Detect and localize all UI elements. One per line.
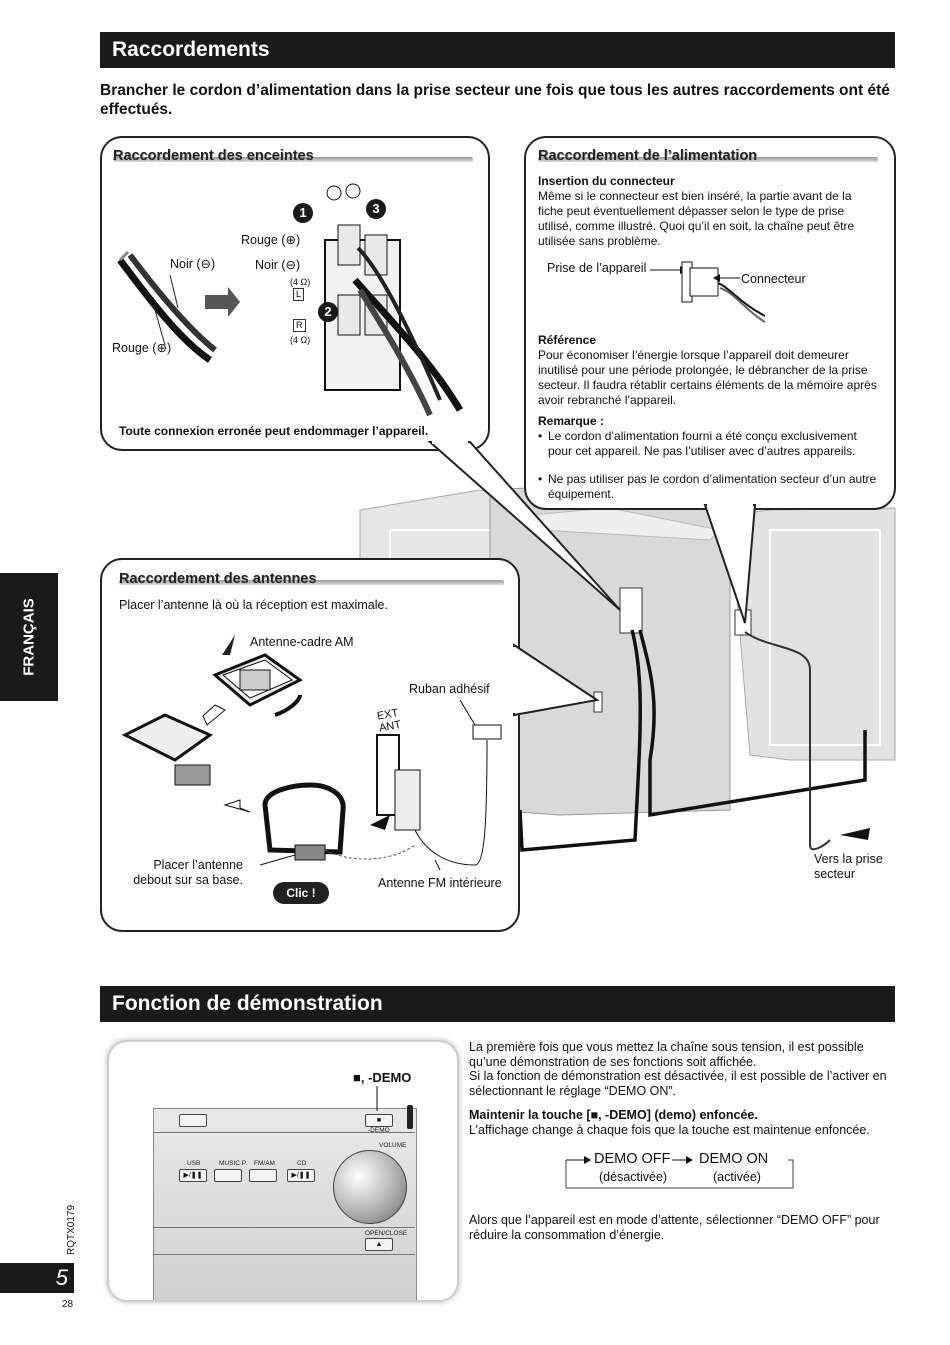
cd-button[interactable]: ▶/❚❚: [287, 1169, 315, 1182]
panel-cd-label: CD: [297, 1160, 307, 1167]
step-1-badge: 1: [293, 203, 313, 223]
language-tab: FRANÇAIS: [0, 573, 58, 701]
usb-button[interactable]: ▶/❚❚: [179, 1169, 207, 1182]
insertion-text: Même si le connecteur est bien inséré, l…: [538, 189, 855, 248]
channel-l-label: L: [293, 288, 305, 301]
reference-heading: Référence: [538, 333, 597, 347]
antenna-intro: Placer l’antenne là où la réception est …: [119, 598, 388, 612]
demo-paragraph-2: Si la fonction de démonstration est désa…: [469, 1069, 887, 1098]
power-connection-panel: [524, 136, 896, 510]
prise-label: Prise de l’appareil: [547, 261, 647, 275]
connecteur-label: Connecteur: [741, 272, 806, 286]
panel-usb-label: USB: [187, 1160, 201, 1167]
open-close-button[interactable]: ▲: [365, 1238, 393, 1251]
remarque-heading: Remarque :: [538, 414, 605, 428]
section-title-bar: Raccordements: [100, 32, 895, 68]
step-3-badge: 3: [366, 199, 386, 219]
reference-text: Pour économiser l’énergie lorsque l’appa…: [538, 348, 877, 407]
demo-paragraph-1: La première fois que vous mettez la chaî…: [469, 1040, 864, 1069]
demo-on-desc: (activée): [713, 1170, 761, 1184]
panel-music-label: MUSIC P.: [219, 1160, 248, 1167]
section-title: Raccordements: [112, 38, 270, 61]
page-number: 5: [55, 1265, 68, 1290]
channel-r-label: R: [293, 319, 306, 332]
insertion-heading: Insertion du connecteur: [538, 174, 675, 188]
impedance-label-1: (4 Ω): [290, 277, 311, 287]
panel-fmam-label: FM/AM: [254, 1160, 275, 1167]
step-2-badge: 2: [318, 302, 338, 322]
ext-ant-label: EXT ANT: [376, 707, 402, 735]
power-bubble-tail: [703, 503, 757, 624]
speaker-warning: Toute connexion erronée peut endommager …: [119, 424, 429, 438]
speaker-panel-title: Raccordement des enceintes: [113, 148, 314, 164]
demo-button-callout: ■, -DEMO: [353, 1070, 412, 1085]
label-noir-top: Noir (⊖): [255, 258, 301, 272]
label-rouge-left: Rouge (⊕): [112, 341, 172, 355]
bubble-tail: [427, 440, 621, 611]
demo-cycle-diagram: [565, 1156, 794, 1189]
label-rouge-top: Rouge (⊕): [241, 233, 301, 247]
remarque-bullet-1: Le cordon d’alimentation fourni a été co…: [548, 429, 857, 458]
antenna-illustration: [121, 635, 502, 871]
tape-label: Ruban adhésif: [409, 682, 490, 696]
demo-off-desc: (désactivée): [599, 1170, 668, 1184]
demo-title-bar: Fonction de démonstration: [100, 986, 895, 1022]
hold-heading: Maintenir la touche [■, -DEMO] (demo) en…: [469, 1108, 758, 1122]
music-p-button[interactable]: [214, 1169, 242, 1182]
label-noir-left: Noir (⊖): [170, 257, 216, 271]
place-antenna-label: Placer l’antenne debout sur sa base.: [133, 858, 243, 887]
remarque-bullet-2: Ne pas utiliser pas le cordon d’alimenta…: [548, 472, 877, 501]
impedance-label-2: (4 Ω): [290, 335, 311, 345]
top-left-button[interactable]: [179, 1114, 207, 1127]
antenna-bubble-tail: [512, 643, 600, 717]
page-small-number: 28: [62, 1299, 74, 1310]
demo-off-option: DEMO OFF: [594, 1151, 671, 1167]
fm-antenna-label: Antenne FM intérieure: [378, 876, 502, 890]
panel-open-label: OPEN/CLOSE: [365, 1230, 408, 1237]
volume-knob[interactable]: [333, 1150, 407, 1224]
demo-section-title: Fonction de démonstration: [112, 992, 383, 1015]
standby-note: Alors que l’appareil est en mode d’atten…: [469, 1213, 880, 1242]
click-badge: Clic !: [273, 882, 329, 904]
antenna-panel-title: Raccordement des antennes: [119, 571, 317, 587]
demo-panel-frame: ■ -DEMO VOLUME USB MUSIC P. FM/AM CD ▶/❚…: [107, 1040, 459, 1302]
power-warning: Brancher le cordon d’alimentation dans l…: [100, 82, 890, 118]
hold-text: L’affichage change à chaque fois que la …: [469, 1123, 870, 1137]
am-antenna-label: Antenne-cadre AM: [250, 635, 354, 649]
doc-code: RQTX0179: [66, 1204, 77, 1255]
outlet-label: Vers la prise secteur: [814, 852, 883, 881]
connector-illustration: [650, 261, 766, 323]
fm-am-button[interactable]: [249, 1169, 277, 1182]
demo-on-option: DEMO ON: [699, 1151, 769, 1167]
stop-demo-button[interactable]: ■: [365, 1114, 393, 1127]
power-panel-title: Raccordement de l’alimentation: [538, 148, 758, 164]
panel-volume-label: VOLUME: [379, 1142, 407, 1149]
page-number-box: 5: [0, 1263, 74, 1293]
panel-demo-label: -DEMO: [368, 1127, 390, 1134]
